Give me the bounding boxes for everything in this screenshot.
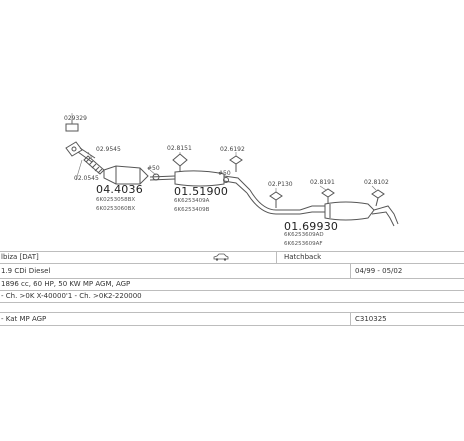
row-divider	[0, 302, 464, 303]
exhaust-diagram: 029329 02.9545 02.0545 04.4036 6K0253058…	[64, 113, 399, 247]
row-divider	[0, 312, 464, 313]
vehicle-info-table: lbiza [DAT] Hatchback 1.9 CDi Diesel 04/…	[0, 248, 464, 338]
clamp-label-50a: #50	[147, 165, 160, 172]
rear-silencer	[324, 201, 399, 227]
kat-code: - Kat MP AGP	[1, 315, 47, 323]
production-date: 04/99 - 05/02	[355, 267, 403, 275]
row-divider	[0, 325, 464, 326]
leader-lines	[71, 113, 377, 192]
row-divider	[0, 290, 464, 291]
oem-code-4: 6K6253409B	[174, 207, 210, 213]
row-divider	[0, 263, 464, 264]
oem-code-6: 6K6253609AF	[284, 241, 323, 247]
part-label-028102: 02.8102	[364, 179, 389, 186]
part-label-02p130: 02.P130	[268, 181, 293, 188]
body-type: Hatchback	[284, 253, 322, 261]
part-number-0151900: 01.51900	[174, 185, 229, 198]
car-icon	[213, 253, 229, 263]
catalog-code: C310325	[355, 315, 387, 323]
rear-pipe	[246, 189, 325, 215]
clamp-label-50b: #50	[218, 170, 231, 177]
oem-code-1: 6K0253058BX	[96, 197, 136, 203]
model-name: lbiza [DAT]	[1, 253, 39, 261]
part-number-0169930: 01.69930	[284, 220, 339, 233]
part-number-044036: 04.4036	[96, 183, 143, 196]
hanger-026192	[229, 155, 243, 172]
column-divider	[350, 263, 351, 278]
part-label-028191: 02.8191	[310, 179, 335, 186]
middle-pipe	[149, 170, 251, 194]
hanger-028102	[371, 189, 385, 207]
chassis-range: - Ch. >0K X-40000'1 - Ch. >0K2-220000	[1, 292, 142, 300]
hanger-028191	[321, 188, 335, 204]
column-divider	[350, 312, 351, 325]
hanger-028151	[172, 153, 188, 172]
exhaust-drawing	[65, 113, 399, 227]
hanger-02p130	[269, 191, 283, 208]
row-divider	[0, 251, 464, 252]
engine-type: 1.9 CDi Diesel	[1, 267, 51, 275]
front-flange	[65, 141, 83, 157]
part-label-028151: 02.8151	[167, 145, 192, 152]
part-label-029545: 02.9545	[96, 146, 121, 153]
part-label-026192: 02.6192	[220, 146, 245, 153]
oem-code-5: 6K6253609AD	[284, 232, 324, 238]
clamp-50b	[223, 177, 229, 183]
oem-code-2: 6K0253060BX	[96, 206, 136, 212]
part-label-020545: 02.0545	[74, 175, 99, 182]
part-label-029329: 029329	[64, 115, 87, 122]
column-divider	[276, 251, 277, 263]
oem-code-3: 6K6253409A	[174, 198, 210, 204]
engine-spec: 1896 cc, 60 HP, 50 KW MP AGM, AGP	[1, 280, 131, 288]
front-pipe-flex	[77, 147, 105, 175]
catalytic-converter	[103, 165, 149, 185]
row-divider	[0, 278, 464, 279]
